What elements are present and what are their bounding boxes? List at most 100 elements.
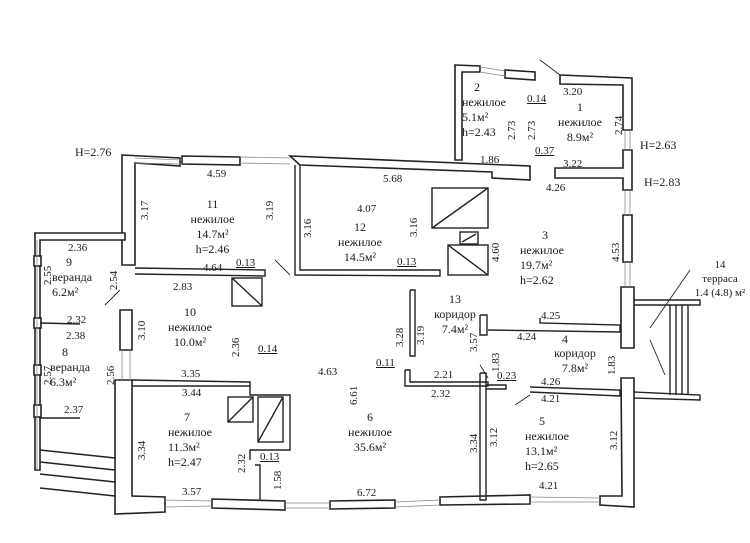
dimension: 3.17 [139,200,151,220]
wall [504,69,536,81]
dimension: 4.26 [541,376,561,388]
room-height: h=2.65 [525,459,559,473]
dimension: 2.32 [236,453,248,473]
room-type: нежилое [525,429,569,443]
stove [431,187,489,229]
room-area: 13.1м² [525,444,558,458]
room-number: 1 [577,100,583,114]
dimension: 4.07 [357,203,377,215]
wall [479,372,487,501]
wall [559,74,633,131]
room-area: 35.6м² [353,440,387,454]
dimension: 3.57 [182,486,202,498]
room-area: 6.2м² [52,285,79,299]
room-number: 13 [449,292,461,306]
wall [479,314,488,336]
dimension: 2.37 [64,404,84,416]
dimension: 3.16 [408,217,420,237]
room-type: нежилое [558,115,602,129]
room-area: 5.1м² [462,110,489,124]
stove [447,244,489,276]
dimension: 0.37 [535,145,555,157]
dimension: 1.86 [480,154,500,166]
wall [119,309,133,351]
dimension: 4.24 [517,331,537,343]
dimension: 3.34 [136,440,148,460]
dimension: 3.12 [488,427,500,447]
room-number: 11 [206,197,219,211]
dimension: 0.14 [527,93,547,105]
room-number: 8 [62,345,68,359]
room-type: нежилое [338,235,382,249]
dimension: 1.83 [606,355,618,375]
dimension: 3.35 [181,368,201,380]
dimension: 3.16 [302,218,314,238]
dimension: 2.55 [42,265,54,285]
room-type: веранда [50,360,91,374]
dimension: 0.14 [258,343,278,355]
room-area: 11.3м² [168,440,200,454]
dimension: 2.56 [105,365,117,385]
room-type: нежилое [168,425,212,439]
dimension: 2.57 [42,365,54,385]
room-number: 12 [354,220,366,234]
dimension: 2.32 [431,388,451,400]
wall [33,404,42,418]
room-area: 1.4 (4.8) м² [694,287,746,299]
wall [131,379,251,387]
dimension: 0.13 [260,451,280,463]
room-number: 7 [184,410,190,424]
room-type: нежилое [168,320,212,334]
wall [255,464,261,500]
room-type: нежилое [190,212,235,226]
room-number: 9 [66,255,72,269]
height-label: H=2.63 [640,138,677,152]
dimension: 0.11 [376,357,395,369]
height-label: H=2.83 [644,175,681,189]
dimension: 0.13 [397,256,417,268]
room-area: 14.7м² [196,227,229,241]
wall [622,214,633,263]
wall [529,386,621,397]
dimension: 3.22 [563,158,583,170]
room-area: 14.5м² [343,250,377,264]
stairs [39,449,116,497]
wall [249,386,291,460]
dimension: 2.21 [434,369,454,381]
room-4-number: 4 [562,332,568,346]
room-height: h=2.62 [520,273,554,287]
room-number: 3 [542,228,548,242]
dimension: 2.73 [526,120,538,140]
stove [257,396,284,443]
stove [227,396,254,423]
dimension: 4.59 [207,168,227,180]
room-number: 2 [474,80,480,94]
dimension: 2.54 [108,270,120,290]
wall [329,499,396,510]
room-area: 6.3м² [50,375,77,389]
dimension: 1.83 [490,352,502,372]
dimension: 3.34 [468,433,480,453]
dimension: 3.19 [415,325,427,345]
wall [211,498,286,511]
terrace [633,299,701,401]
room-type: нежилое [348,425,392,439]
dimension: 4.26 [546,182,566,194]
room-height: h=2.47 [168,455,202,469]
dimension: 4.53 [610,242,622,262]
room-type: коридор [434,307,476,321]
dimension: 3.57 [468,332,480,352]
wall [487,318,621,333]
room-area: 19.7м² [520,258,553,272]
